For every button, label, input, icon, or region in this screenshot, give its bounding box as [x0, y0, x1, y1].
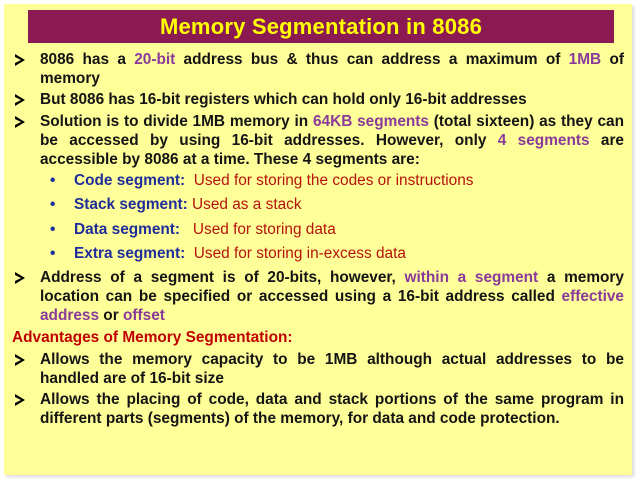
highlight-1mb: 1MB — [568, 51, 602, 68]
arrow-bullet-icon — [15, 94, 25, 107]
arrow-bullet-icon — [15, 54, 25, 66]
bullet-advantage-placement: Allows the placing of code, data and sta… — [12, 390, 624, 428]
highlight-within-segment: within a segment — [404, 269, 539, 287]
highlight-64kb-segments: 64KB segments — [312, 112, 429, 130]
segment-label: Stack segment: — [74, 196, 188, 214]
bullet-solution: Solution is to divide 1MB memory in 64KB… — [12, 112, 624, 170]
bullet-text: Solution is to divide 1MB memory in — [40, 112, 313, 130]
dot-bullet-icon: • — [50, 172, 56, 190]
segment-description: Used for storing data — [192, 220, 336, 238]
bullet-text: Allows the placing of code, data and sta… — [40, 391, 624, 428]
segment-item-data: • Data segment: Used for storing data — [12, 220, 624, 239]
segment-item-stack: • Stack segment: Used as a stack — [12, 195, 624, 214]
bullet-text: a memory location can be specified or ac… — [40, 269, 624, 306]
bullet-text: But 8086 has 16-bit registers which can … — [40, 91, 527, 109]
bullet-segment-address: Address of a segment is of 20-bits, howe… — [12, 268, 624, 326]
bullet-text: or — [99, 307, 123, 325]
bullet-text: Address of a segment is of 20-bits, howe… — [40, 269, 405, 287]
dot-bullet-icon: • — [50, 220, 56, 238]
highlight-effective-address: effective address — [40, 288, 624, 325]
segment-item-code: • Code segment: Used for storing the cod… — [12, 171, 624, 190]
title-bar: Memory Segmentation in 8086 — [28, 10, 614, 43]
slide-content: 8086 has a 20-bit address bus & thus can… — [12, 50, 624, 431]
slide: Memory Segmentation in 8086 8086 has a 2… — [4, 4, 632, 475]
segment-description: Used as a stack — [192, 196, 302, 214]
bullet-advantage-capacity: Allows the memory capacity to be 1MB alt… — [12, 350, 624, 388]
segment-description: Used for storing the codes or instructio… — [193, 172, 474, 190]
bullet-address-bus: 8086 has a 20-bit address bus & thus can… — [12, 50, 624, 88]
bullet-text: are accessible by 8086 at a time. These … — [40, 131, 624, 169]
arrow-bullet-icon — [15, 272, 25, 285]
highlight-offset: offset — [122, 307, 165, 325]
bullet-text: of memory — [40, 51, 624, 88]
bullet-text: Allows the memory capacity to be 1MB alt… — [40, 350, 624, 388]
bullet-text: 8086 has a — [40, 51, 135, 68]
arrow-bullet-icon — [15, 394, 25, 407]
highlight-4-segments: 4 segments — [497, 131, 590, 149]
highlight-20bit: 20-bit — [134, 51, 176, 68]
bullet-text: address bus & thus can address a maximum… — [175, 51, 569, 68]
slide-title: Memory Segmentation in 8086 — [159, 13, 483, 39]
segment-description: Used for storing in-excess data — [193, 244, 406, 262]
bullet-text: (total sixteen) as they can be accessed … — [40, 112, 624, 149]
arrow-bullet-icon — [15, 353, 25, 366]
arrow-bullet-icon — [15, 115, 25, 128]
dot-bullet-icon: • — [50, 196, 56, 214]
segment-label: Data segment: — [74, 220, 181, 238]
segment-label: Extra segment: — [74, 244, 186, 262]
segment-label: Code segment: — [74, 172, 186, 190]
segment-item-extra: • Extra segment: Used for storing in-exc… — [12, 244, 624, 263]
bullet-registers: But 8086 has 16-bit registers which can … — [12, 90, 624, 109]
advantages-heading: Advantages of Memory Segmentation: — [12, 328, 293, 346]
dot-bullet-icon: • — [50, 244, 56, 262]
